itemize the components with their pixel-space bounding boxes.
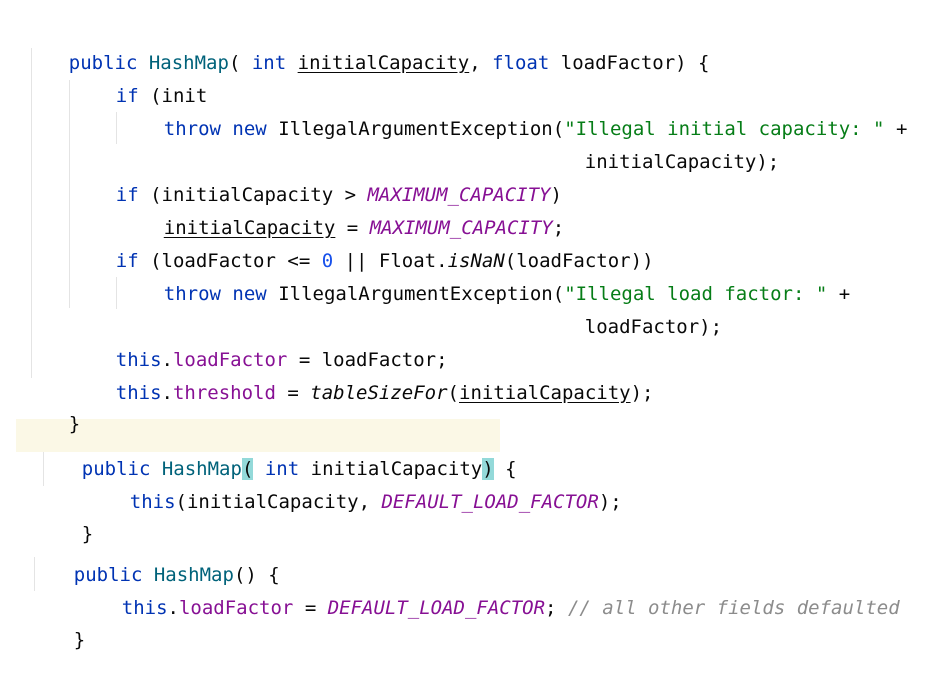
open-brace: { (505, 458, 517, 480)
param-initial-capacity-ref[interactable]: initialCapacity (161, 184, 334, 206)
keyword-throw: throw (163, 283, 221, 305)
constant-default-load-factor[interactable]: DEFAULT_LOAD_FACTOR (327, 597, 546, 619)
indent-guide (116, 277, 117, 309)
method-isnan[interactable]: isNaN (447, 250, 505, 272)
line-comment: // all other fields defaulted (567, 597, 900, 619)
partial-identifier[interactable]: init (161, 85, 208, 107)
keyword-this: this (115, 382, 162, 404)
indent-guide (116, 112, 117, 144)
keyword-public: public (81, 458, 151, 480)
code-line-16[interactable]: public HashMap() { (73, 564, 280, 586)
param-initial-capacity[interactable]: initialCapacity (310, 458, 483, 480)
keyword-int: int (251, 52, 287, 74)
keyword-public: public (68, 52, 138, 74)
param-load-factor-ref[interactable]: loadFactor (321, 349, 437, 371)
param-initial-capacity[interactable]: initialCapacity (297, 52, 470, 74)
code-editor[interactable]: public HashMap( int initialCapacity, flo… (0, 0, 942, 651)
code-line-11[interactable]: this.threshold = tableSizeFor(initialCap… (115, 382, 654, 404)
param-initial-capacity-ref[interactable]: initialCapacity (584, 151, 757, 173)
keyword-throw: throw (163, 118, 221, 140)
field-load-factor[interactable]: loadFactor (172, 349, 288, 371)
code-line-15[interactable]: } (36, 485, 93, 545)
current-line-highlight (16, 419, 500, 452)
code-line-12[interactable]: } (23, 375, 80, 435)
indent-guide (69, 80, 70, 308)
code-line-18[interactable]: } (28, 591, 85, 651)
keyword-this: this (129, 491, 176, 513)
string-literal: "Illegal load factor: " (564, 283, 828, 305)
code-line-14[interactable]: this(initialCapacity, DEFAULT_LOAD_FACTO… (129, 491, 622, 513)
code-line-9[interactable]: loadFactor); (584, 316, 723, 338)
keyword-if: if (115, 250, 139, 272)
constructor-name[interactable]: HashMap (148, 52, 229, 74)
keyword-int: int (264, 458, 300, 480)
keyword-this: this (115, 349, 162, 371)
constant-maximum-capacity[interactable]: MAXIMUM_CAPACITY (367, 184, 551, 206)
keyword-if: if (115, 184, 139, 206)
param-load-factor-ref[interactable]: loadFactor (516, 250, 631, 272)
code-line-13[interactable]: public HashMap( int initialCapacity) () … (36, 420, 517, 480)
closing-brace: } (73, 629, 86, 651)
code-line-4[interactable]: initialCapacity); (584, 151, 780, 173)
code-line-2[interactable]: if (init (115, 85, 208, 107)
exception-class[interactable]: IllegalArgumentException (278, 283, 553, 305)
code-line-10[interactable]: this.loadFactor = loadFactor; (115, 349, 448, 371)
param-load-factor-ref[interactable]: loadFactor (584, 316, 700, 338)
matched-paren-close: ) (482, 458, 494, 480)
code-line-1[interactable]: public HashMap( int initialCapacity, flo… (68, 52, 710, 74)
code-line-7[interactable]: if (loadFactor <= 0 || Float.isNaN(loadF… (115, 250, 654, 272)
indent-guide (34, 557, 35, 591)
constructor-name[interactable]: HashMap (153, 564, 234, 586)
closing-brace: } (81, 523, 94, 545)
keyword-this: this (121, 597, 168, 619)
closing-brace: } (68, 413, 81, 435)
constant-default-load-factor[interactable]: DEFAULT_LOAD_FACTOR (381, 491, 599, 513)
code-line-8[interactable]: throw new IllegalArgumentException("Ille… (163, 283, 851, 305)
param-load-factor[interactable]: loadFactor (560, 52, 676, 74)
keyword-public: public (73, 564, 143, 586)
constant-maximum-capacity[interactable]: MAXIMUM_CAPACITY (369, 217, 553, 239)
number-literal: 0 (321, 250, 334, 272)
matched-paren-open: ( (241, 458, 254, 480)
param-initial-capacity-ref[interactable]: initialCapacity (163, 217, 336, 239)
param-initial-capacity-ref[interactable]: initialCapacity (459, 382, 631, 404)
string-literal: "Illegal initial capacity: " (564, 118, 885, 140)
field-load-factor[interactable]: loadFactor (178, 597, 294, 619)
method-table-size-for[interactable]: tableSizeFor (310, 382, 448, 404)
keyword-new: new (232, 118, 267, 140)
indent-guide (31, 48, 32, 378)
code-line-5[interactable]: if (initialCapacity > MAXIMUM_CAPACITY) (115, 184, 562, 206)
constructor-name[interactable]: HashMap (161, 458, 242, 480)
indent-guide (43, 452, 44, 486)
code-line-3[interactable]: throw new IllegalArgumentException("Ille… (163, 118, 908, 140)
class-float[interactable]: Float (378, 250, 437, 272)
exception-class[interactable]: IllegalArgumentException (278, 118, 553, 140)
param-load-factor-ref[interactable]: loadFactor (161, 250, 276, 272)
field-threshold[interactable]: threshold (172, 382, 276, 404)
keyword-float: float (492, 52, 550, 74)
keyword-new: new (232, 283, 267, 305)
code-line-17[interactable]: this.loadFactor = DEFAULT_LOAD_FACTOR; /… (121, 597, 900, 619)
code-line-6[interactable]: initialCapacity = MAXIMUM_CAPACITY; (163, 217, 565, 239)
keyword-if: if (115, 85, 139, 107)
param-initial-capacity-ref[interactable]: initialCapacity (186, 491, 359, 513)
